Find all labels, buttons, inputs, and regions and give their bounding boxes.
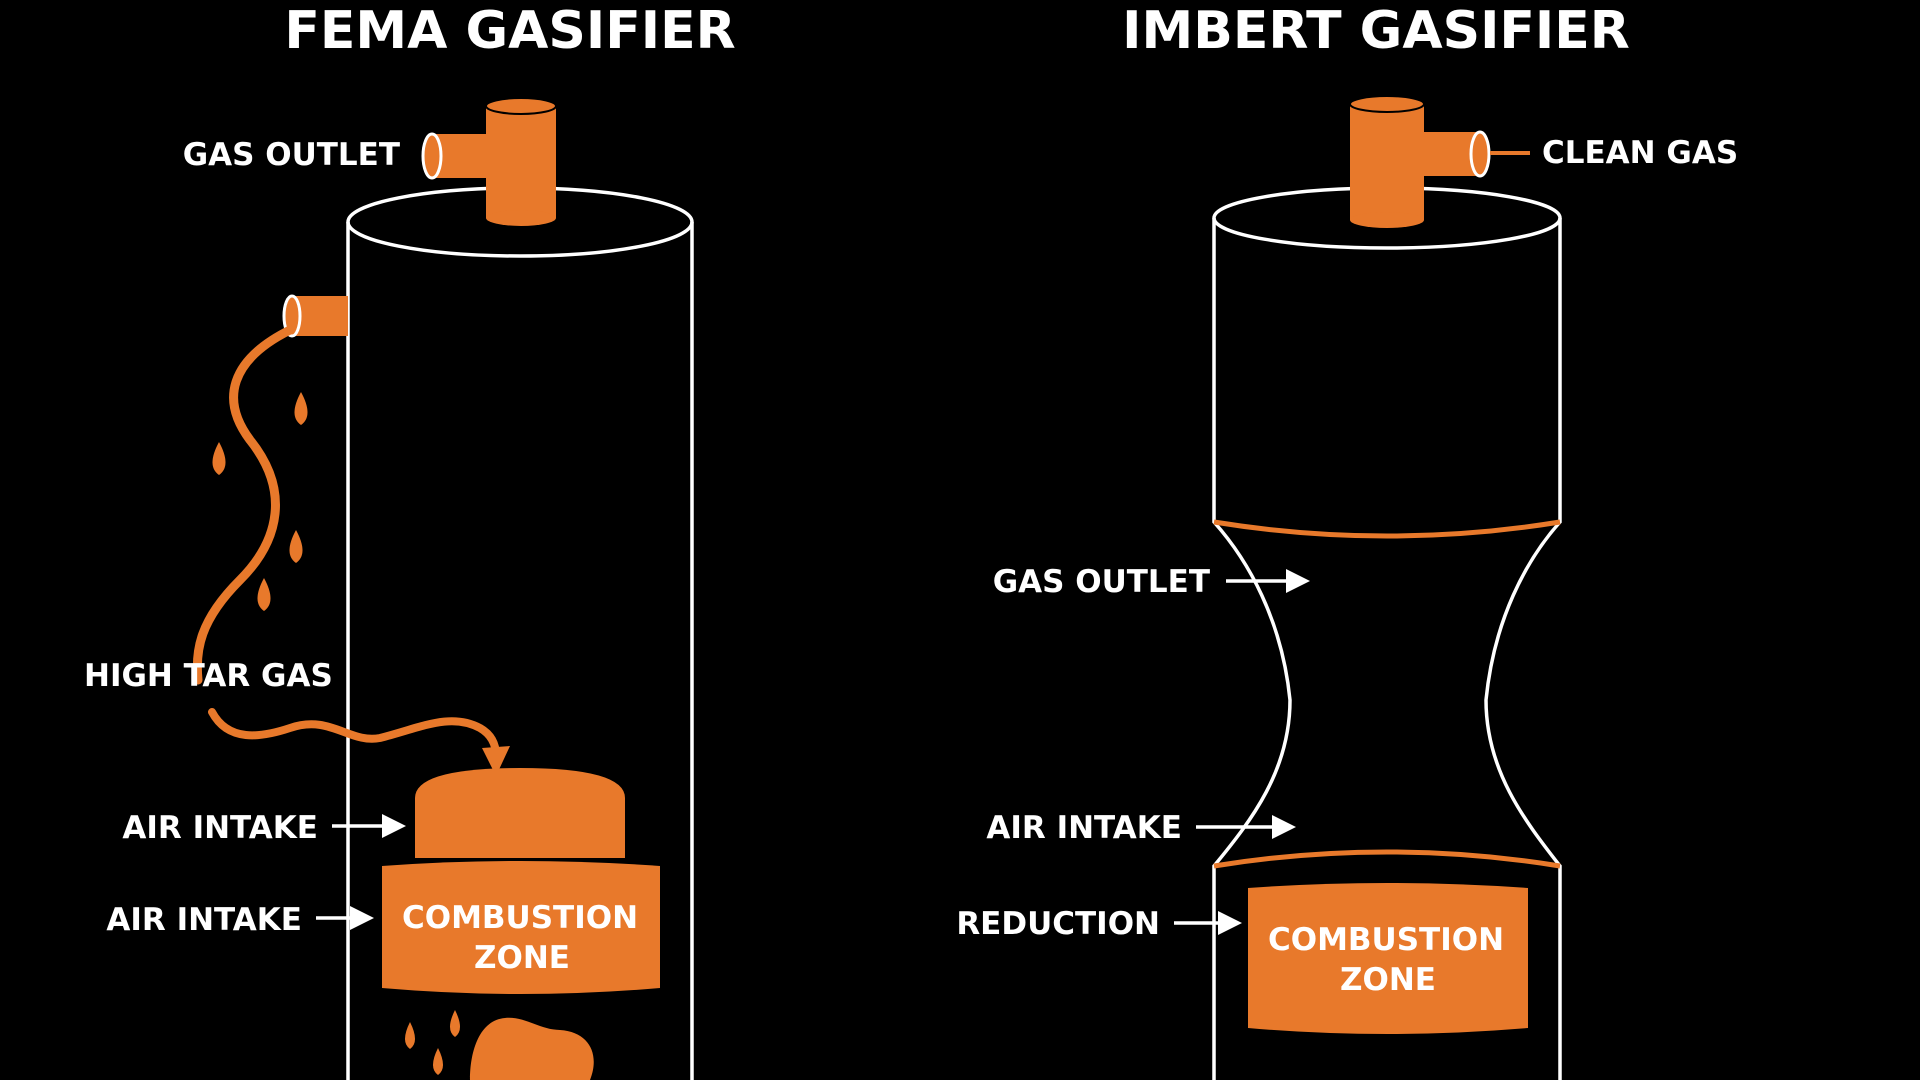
- tar-drop-icon: [433, 1048, 443, 1075]
- fema-wavy-arrow-head: [482, 746, 510, 776]
- arrow-head-icon: [1272, 815, 1296, 839]
- imbert-reduction-arrow: [1174, 911, 1242, 935]
- fema-outlet-pipe-mouth: [421, 132, 443, 180]
- arrow-head-icon: [1286, 569, 1310, 593]
- arrow-head-icon: [350, 906, 374, 930]
- imbert-lower-rim: [1213, 849, 1561, 869]
- fema-zone-line2: ZONE: [474, 940, 570, 976]
- fema-wavy-arrow-line: [208, 708, 500, 760]
- tar-drop-icon: [289, 530, 303, 563]
- imbert-title: IMBERT GASIFIER: [1122, 1, 1630, 61]
- fema-cylinder: [346, 186, 694, 1080]
- imbert-clean-gas-label: CLEAN GAS: [1542, 135, 1738, 171]
- imbert-gas-outlet-arrow: [1226, 569, 1310, 593]
- fema-cylinder-walls: [346, 222, 694, 1080]
- imbert-outlet-vertical-pipe: [1350, 104, 1424, 220]
- imbert-zone-line2: ZONE: [1340, 962, 1436, 998]
- fema-title: FEMA GASIFIER: [284, 1, 735, 61]
- tar-drop-icon: [294, 392, 308, 425]
- imbert-upper-rim: [1213, 519, 1561, 539]
- fema-tar-drops: [212, 392, 308, 611]
- imbert-air-intake-label: AIR INTAKE: [986, 810, 1182, 846]
- fema-outlet-pipe-base: [486, 210, 556, 226]
- imbert-air-intake-arrow: [1196, 815, 1296, 839]
- fema-gas-outlet-label: GAS OUTLET: [183, 137, 400, 173]
- arrow-head-icon: [382, 814, 406, 838]
- fema-tar-stream: [192, 325, 295, 685]
- fema-air-intake-label-lower: AIR INTAKE: [106, 902, 302, 938]
- fema-air-intake-label-upper: AIR INTAKE: [122, 810, 318, 846]
- arrow-head-icon: [1218, 911, 1242, 935]
- tar-drop-icon: [405, 1022, 415, 1049]
- fema-bottom-tar: [405, 1010, 594, 1080]
- imbert-gas-outlet-label: GAS OUTLET: [993, 564, 1210, 600]
- fema-hopper-dome: [415, 768, 625, 858]
- imbert-outlet-pipe-top: [1349, 95, 1425, 113]
- fema-high-tar-gas-label: HIGH TAR GAS: [84, 658, 333, 694]
- imbert-zone-line1: COMBUSTION: [1268, 922, 1504, 958]
- tar-drop-icon: [257, 578, 271, 611]
- fema-tar-blob: [470, 1017, 594, 1080]
- fema-outlet-vertical-pipe: [486, 106, 556, 218]
- imbert-clean-gas-pipe: [1349, 95, 1530, 228]
- imbert-outlet-pipe-base: [1350, 212, 1424, 228]
- fema-side-pipe: [282, 294, 348, 338]
- imbert-outlet-pipe-mouth: [1469, 130, 1491, 178]
- fema-zone-line1: COMBUSTION: [402, 900, 638, 936]
- fema-outlet-pipe-top: [485, 97, 557, 115]
- fema-gasifier: FEMA GASIFIER GAS OUTLET: [84, 1, 736, 1080]
- fema-gas-outlet-pipe: [421, 97, 557, 226]
- imbert-reduction-label: REDUCTION: [956, 906, 1160, 942]
- fema-air-intake-arrow-lower: [316, 906, 374, 930]
- fema-combustion-zone: [382, 861, 660, 994]
- tar-drop-icon: [450, 1010, 460, 1037]
- fema-tar-gas-arrow: [208, 708, 510, 776]
- imbert-combustion-zone: [1248, 883, 1528, 1034]
- imbert-gasifier: IMBERT GASIFIER CLEAN GAS GAS OUTLET AIR…: [956, 1, 1738, 1080]
- fema-air-intake-arrow-upper: [332, 814, 406, 838]
- tar-drop-icon: [212, 442, 226, 475]
